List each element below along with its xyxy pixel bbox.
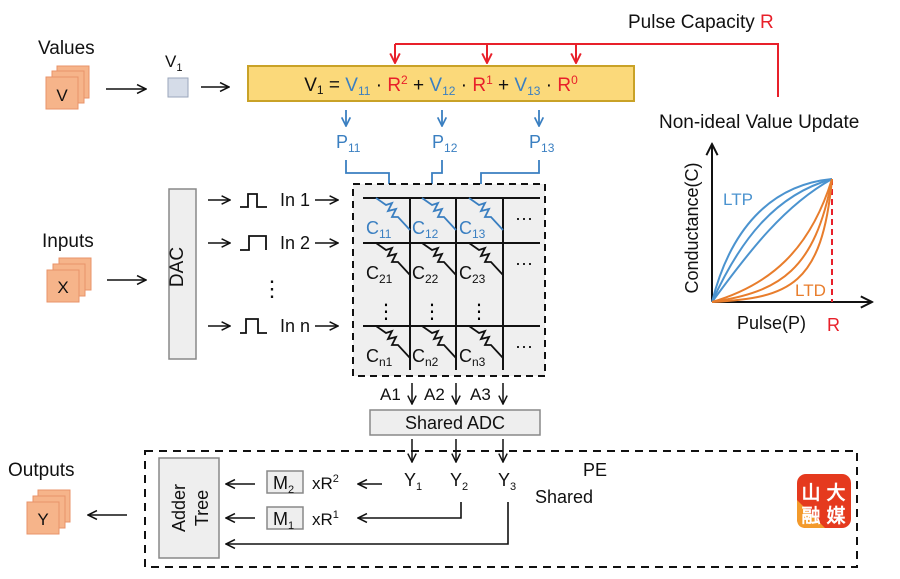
crossbar-grid	[363, 197, 540, 370]
input-row-1: In 1	[208, 190, 338, 210]
ltp-curve-1	[711, 178, 833, 303]
svg-text:大: 大	[826, 481, 845, 504]
resistor-icon	[468, 242, 504, 276]
adder-label: Adder	[169, 484, 189, 532]
cell-label-c11: C11	[366, 218, 392, 241]
row-ellipsis: ···	[515, 253, 533, 273]
shared-label: Shared	[535, 487, 593, 507]
resistor-icon	[468, 197, 504, 231]
cell-label-c22: C22	[412, 263, 439, 286]
column-ellipsis: ⋮	[469, 299, 489, 323]
resistor-icon	[375, 325, 411, 359]
input-row-n: In n	[208, 316, 338, 336]
ltp-label: LTP	[723, 190, 753, 209]
pulse-waveform-icon	[240, 318, 267, 334]
inset-y-label: Conductance(C)	[682, 162, 702, 293]
svg-text:媒: 媒	[826, 505, 846, 527]
adc-output-y2: Y2	[450, 470, 468, 493]
adder-tree-block	[158, 457, 220, 559]
input-rows-ellipsis: ⋮	[261, 276, 283, 301]
cell-label-cn1: Cn1	[366, 346, 393, 369]
ltp-curve-2	[711, 178, 833, 303]
adc-output-y1: Y1	[404, 470, 422, 493]
outputs-label: Outputs	[8, 460, 75, 481]
ltd-label: LTD	[795, 281, 826, 300]
cell-label-cn3: Cn3	[459, 346, 486, 369]
formula-box	[247, 65, 635, 102]
v1-box	[167, 77, 189, 98]
multiplier-m2: M2	[273, 473, 294, 496]
dac-block	[168, 188, 197, 360]
dac-label: DAC	[167, 247, 188, 287]
pulse-label-p13: P13	[529, 132, 555, 155]
values-stack-icon	[45, 65, 90, 110]
pulse-capacity-feedback-lines	[395, 43, 779, 97]
ltp-curve-3	[711, 178, 833, 303]
inputs-stack-icon	[46, 257, 92, 303]
v1-label: V1	[165, 52, 182, 74]
inset-x-label: Pulse(P)	[737, 313, 806, 333]
multiplier-m2-box	[266, 470, 304, 494]
inset-chart: LTP LTD Pulse(P) R Conductance(C)	[682, 144, 872, 335]
cell-label-c12: C12	[412, 218, 439, 241]
ltd-curve-2	[711, 178, 833, 303]
resistor-icon	[375, 197, 411, 231]
pulse-label-p11: P11	[336, 132, 361, 155]
svg-text:山: 山	[801, 482, 820, 504]
input-row-2: In 2	[208, 233, 338, 253]
crossbar-array	[352, 183, 546, 377]
cell-label-c21: C21	[366, 263, 393, 286]
svg-text:融: 融	[801, 505, 820, 527]
values-glyph: V	[56, 86, 68, 105]
row-ellipsis: ···	[515, 208, 533, 228]
svg-text:In 2: In 2	[280, 233, 310, 253]
cell-label-cn2: Cn2	[412, 346, 439, 369]
multiplier-m1-factor: xR1	[312, 509, 339, 529]
cell-label-c23: C23	[459, 263, 486, 286]
pulse-waveform-icon	[240, 235, 267, 251]
inputs-label: Inputs	[42, 231, 94, 252]
y-routing-lines	[226, 484, 509, 544]
resistor-icon	[468, 325, 504, 359]
pe-label: PE	[583, 460, 607, 480]
pulse-capacity-label: Pulse Capacity R	[628, 12, 774, 33]
pulse-label-p12: P12	[432, 132, 458, 155]
formula-text: V1 = V11 · R2 + V12 · R1 + V13 · R0	[304, 73, 578, 98]
column-outputs: A1 A2 A3	[380, 383, 503, 404]
outputs-glyph: Y	[37, 510, 48, 529]
adc-to-y-arrows	[412, 439, 503, 462]
shared-adc-label: Shared ADC	[405, 413, 505, 433]
column-output-a3: A3	[470, 385, 491, 404]
resistor-icon	[421, 197, 457, 231]
svg-text:In 1: In 1	[280, 190, 310, 210]
adc-output-y3: Y3	[498, 470, 516, 493]
row-ellipsis: ···	[515, 336, 533, 356]
multiplier-m1-box	[266, 506, 304, 530]
column-ellipsis: ⋮	[422, 299, 442, 323]
svg-text:In n: In n	[280, 316, 310, 336]
multiplier-m2-factor: xR2	[312, 473, 339, 493]
resistor-icon	[421, 325, 457, 359]
ltd-curve-3	[711, 178, 833, 303]
tree-label: Tree	[192, 490, 212, 526]
pulse-waveform-icon	[240, 193, 267, 208]
cell-label-c13: C13	[459, 218, 486, 241]
inset-chart-title: Non-ideal Value Update	[659, 112, 859, 133]
inset-x-marker-label: R	[827, 315, 840, 335]
watermark-logo: 山 大 融 媒	[797, 474, 851, 528]
column-output-a2: A2	[424, 385, 445, 404]
outputs-stack-icon	[26, 489, 71, 535]
values-label: Values	[38, 38, 95, 59]
column-output-a1: A1	[380, 385, 401, 404]
resistor-icon	[375, 242, 411, 276]
ltd-curve-1	[711, 178, 833, 303]
multiplier-m1: M1	[273, 509, 294, 532]
shared-adc-block	[369, 409, 541, 436]
inputs-glyph: X	[57, 278, 68, 297]
column-ellipsis: ⋮	[376, 299, 396, 323]
pe-shared-region	[144, 450, 858, 568]
resistor-icon	[421, 242, 457, 276]
